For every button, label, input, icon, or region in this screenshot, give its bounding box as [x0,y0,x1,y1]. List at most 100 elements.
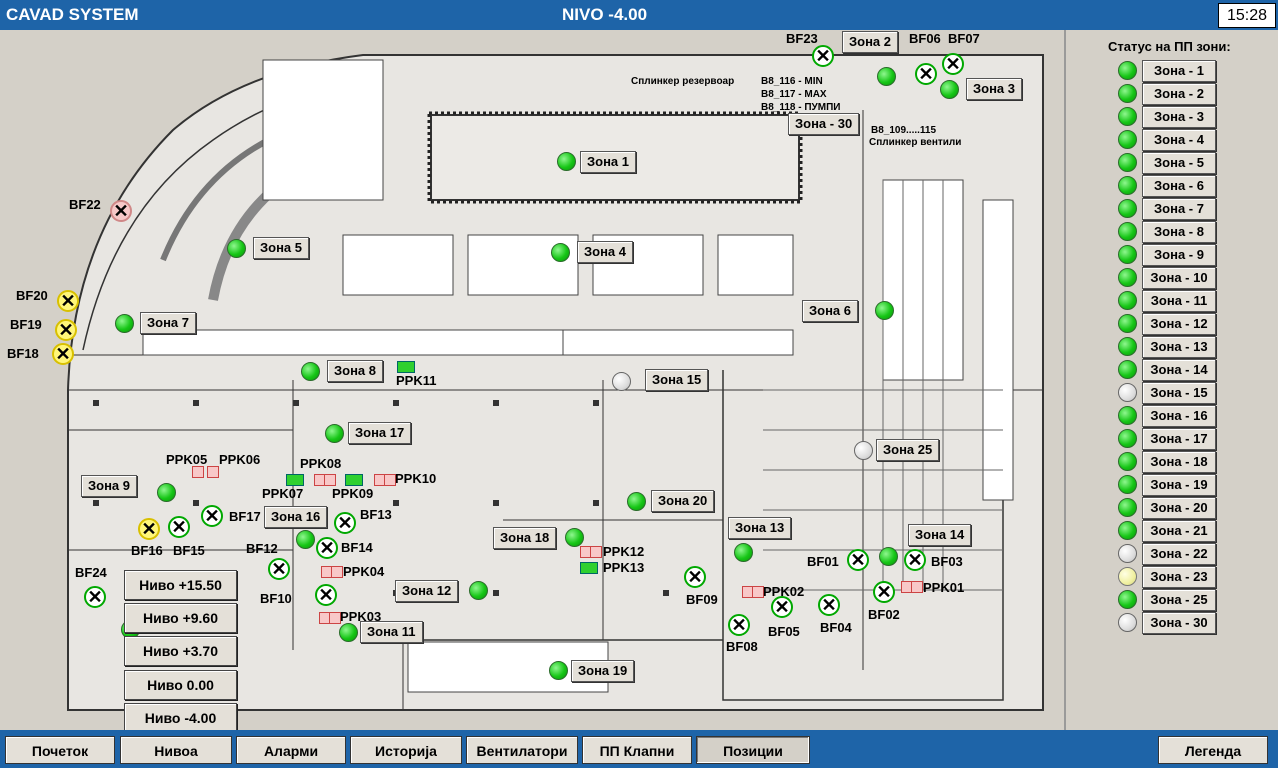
fan-bf17-icon[interactable]: ✕ [201,505,223,527]
status-row-zone-19[interactable]: Зона - 19 [1118,474,1218,496]
zone-8-label[interactable]: Зона 8 [327,360,384,382]
status-row-zone-22[interactable]: Зона - 22 [1118,543,1218,565]
fan-bf05-icon[interactable]: ✕ [771,596,793,618]
zone-6-status-dot[interactable] [875,301,894,320]
status-row-zone-3[interactable]: Зона - 3 [1118,106,1218,128]
zone-25-status-dot[interactable] [854,441,873,460]
fan-bf03-icon[interactable]: ✕ [904,549,926,571]
status-zone-label[interactable]: Зона - 18 [1142,451,1216,473]
status-zone-label[interactable]: Зона - 3 [1142,106,1216,128]
fan-bf19-icon[interactable]: ✕ [55,319,77,341]
zone-18-status-dot[interactable] [565,528,584,547]
status-row-zone-6[interactable]: Зона - 6 [1118,175,1218,197]
status-row-zone-25[interactable]: Зона - 25 [1118,589,1218,611]
status-zone-label[interactable]: Зона - 23 [1142,566,1216,588]
nav-fans-button[interactable]: Вентилатори [466,736,578,764]
damper-ppk04-icon-b[interactable] [331,566,343,578]
damper-ppk06-icon[interactable] [207,466,219,478]
status-zone-label[interactable]: Зона - 19 [1142,474,1216,496]
status-zone-label[interactable]: Зона - 13 [1142,336,1216,358]
damper-ppk03-icon-b[interactable] [329,612,341,624]
status-row-zone-20[interactable]: Зона - 20 [1118,497,1218,519]
status-row-zone-30[interactable]: Зона - 30 [1118,612,1218,634]
zone-3-status-dot[interactable] [940,80,959,99]
status-zone-label[interactable]: Зона - 25 [1142,589,1216,611]
zone-2-label[interactable]: Зона 2 [842,31,899,53]
damper-ppk10-icon-b[interactable] [384,474,396,486]
status-row-zone-16[interactable]: Зона - 16 [1118,405,1218,427]
fan-bf23-icon[interactable]: ✕ [812,45,834,67]
status-row-zone-10[interactable]: Зона - 10 [1118,267,1218,289]
zone-19-status-dot[interactable] [549,661,568,680]
damper-ppk12-icon-b[interactable] [590,546,602,558]
zone-11-label[interactable]: Зона 11 [360,621,423,643]
status-zone-label[interactable]: Зона - 6 [1142,175,1216,197]
zone-1-status-dot[interactable] [557,152,576,171]
fan-bf01-icon[interactable]: ✕ [847,549,869,571]
damper-ppk07-icon[interactable] [286,474,304,486]
status-zone-label[interactable]: Зона - 21 [1142,520,1216,542]
status-row-zone-13[interactable]: Зона - 13 [1118,336,1218,358]
fan-bf24-icon[interactable]: ✕ [84,586,106,608]
zone-17-label[interactable]: Зона 17 [348,422,412,444]
zone-1-label[interactable]: Зона 1 [580,151,637,173]
status-zone-label[interactable]: Зона - 10 [1142,267,1216,289]
zone-13-status-dot[interactable] [734,543,753,562]
status-row-zone-14[interactable]: Зона - 14 [1118,359,1218,381]
zone-3-label[interactable]: Зона 3 [966,78,1023,100]
zone-15-label[interactable]: Зона 15 [645,369,709,391]
level-button-0-00[interactable]: Ниво 0.00 [124,670,237,700]
fan-bf16-icon[interactable]: ✕ [138,518,160,540]
level-button-9-60[interactable]: Ниво +9.60 [124,603,237,633]
fan-bf13-icon[interactable]: ✕ [334,512,356,534]
status-row-zone-17[interactable]: Зона - 17 [1118,428,1218,450]
zone-16-label[interactable]: Зона 16 [264,506,328,528]
fan-bf09-icon[interactable]: ✕ [684,566,706,588]
zone-5-label[interactable]: Зона 5 [253,237,310,259]
status-row-zone-12[interactable]: Зона - 12 [1118,313,1218,335]
fan-bf08-icon[interactable]: ✕ [728,614,750,636]
reservoir-min-label[interactable]: B8_116 - MIN [761,76,823,87]
status-zone-label[interactable]: Зона - 20 [1142,497,1216,519]
zone-2-status-dot[interactable] [877,67,896,86]
zone-6-label[interactable]: Зона 6 [802,300,859,322]
status-row-zone-9[interactable]: Зона - 9 [1118,244,1218,266]
damper-ppk11-icon[interactable] [397,361,415,373]
status-zone-label[interactable]: Зона - 4 [1142,129,1216,151]
level-button-15-50[interactable]: Ниво +15.50 [124,570,237,600]
damper-ppk02-icon-b[interactable] [752,586,764,598]
zone-8-status-dot[interactable] [301,362,320,381]
zone-16-status-dot[interactable] [296,530,315,549]
fan-bf06-icon[interactable]: ✕ [915,63,937,85]
nav-positions-button[interactable]: Позиции [696,736,810,764]
zone-20-label[interactable]: Зона 20 [651,490,715,512]
zone-4-label[interactable]: Зона 4 [577,241,634,263]
zone-9-status-dot[interactable] [157,483,176,502]
status-zone-label[interactable]: Зона - 11 [1142,290,1216,312]
zone-12-label[interactable]: Зона 12 [395,580,459,602]
status-row-zone-11[interactable]: Зона - 11 [1118,290,1218,312]
status-zone-label[interactable]: Зона - 14 [1142,359,1216,381]
nav-history-button[interactable]: Историја [350,736,462,764]
zone-14-status-dot[interactable] [879,547,898,566]
zone-11-status-dot[interactable] [339,623,358,642]
status-zone-label[interactable]: Зона - 5 [1142,152,1216,174]
status-row-zone-21[interactable]: Зона - 21 [1118,520,1218,542]
fan-bf18-icon[interactable]: ✕ [52,343,74,365]
status-row-zone-4[interactable]: Зона - 4 [1118,129,1218,151]
damper-ppk09-icon[interactable] [345,474,363,486]
zone-12-status-dot[interactable] [469,581,488,600]
zone-30-label[interactable]: Зона - 30 [788,113,860,135]
status-zone-label[interactable]: Зона - 16 [1142,405,1216,427]
zone-20-status-dot[interactable] [627,492,646,511]
fan-bf04-icon[interactable]: ✕ [818,594,840,616]
reservoir-max-label[interactable]: B8_117 - MAX [761,89,827,100]
zone-14-label[interactable]: Зона 14 [908,524,972,546]
status-zone-label[interactable]: Зона - 12 [1142,313,1216,335]
level-button-minus-4-00[interactable]: Ниво -4.00 [124,703,237,733]
legend-button[interactable]: Легенда [1158,736,1268,764]
nav-alarms-button[interactable]: Аларми [236,736,346,764]
zone-5-status-dot[interactable] [227,239,246,258]
zone-4-status-dot[interactable] [551,243,570,262]
fan-bf12-icon[interactable]: ✕ [268,558,290,580]
